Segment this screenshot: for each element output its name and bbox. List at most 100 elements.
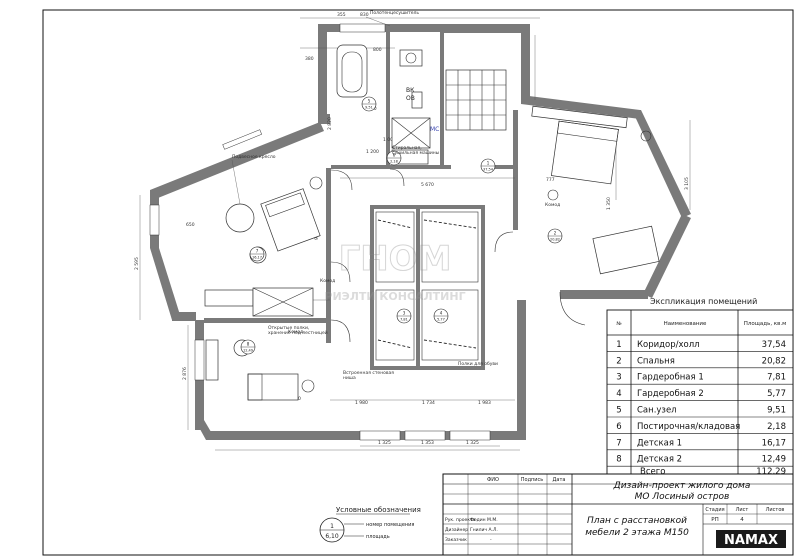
room-marker-area: 2,18 xyxy=(390,160,398,164)
svg-text:1 350: 1 350 xyxy=(606,197,612,210)
svg-text:Полки для обуви: Полки для обуви xyxy=(458,361,498,367)
explication-row-no: 7 xyxy=(616,438,621,448)
svg-text:777: 777 xyxy=(546,177,555,183)
svg-text:1 200: 1 200 xyxy=(366,149,379,155)
room-markers: 137,54220,8237,8145,7759,5162,18716,1781… xyxy=(240,96,563,355)
explication-row-no: 8 xyxy=(616,455,621,465)
svg-text:ниша: ниша xyxy=(343,376,356,381)
explication-row-name: Коридор/холл xyxy=(637,340,700,350)
explication-total-label: Всего xyxy=(640,467,665,477)
svg-text:-: - xyxy=(490,538,492,543)
svg-text:Дата: Дата xyxy=(553,477,566,483)
svg-text:мебели 2 этажа М150: мебели 2 этажа М150 xyxy=(585,528,689,538)
svg-text:Комод: Комод xyxy=(288,329,303,335)
exterior-walls xyxy=(149,23,691,441)
explication-row-area: 37,54 xyxy=(762,340,786,350)
watermark: ГНОМ РИЭЛТИ КОНСАЛТИНГ xyxy=(324,239,465,304)
explication-header-name: Наименование xyxy=(664,321,707,327)
explication-total-area: 112,29 xyxy=(756,467,786,477)
svg-text:Полотенцесушитель: Полотенцесушитель xyxy=(370,10,419,16)
svg-text:2 876: 2 876 xyxy=(182,367,188,380)
svg-text:Стадия: Стадия xyxy=(705,507,724,513)
explication-row-area: 5,77 xyxy=(767,389,786,399)
staircase xyxy=(445,69,507,131)
svg-text:1 980: 1 980 xyxy=(355,400,368,406)
svg-text:Экспликация помещений: Экспликация помещений xyxy=(650,297,757,306)
room-marker: 716,17 xyxy=(249,246,265,262)
svg-text:Федин М.М.: Федин М.М. xyxy=(470,517,498,523)
svg-text:1 325: 1 325 xyxy=(466,440,479,446)
svg-text:Комод: Комод xyxy=(545,202,560,208)
svg-text:3 105: 3 105 xyxy=(684,177,690,190)
svg-text:РП: РП xyxy=(711,517,718,523)
svg-text:1 353: 1 353 xyxy=(421,440,434,446)
bathtub xyxy=(336,44,368,98)
room-marker: 37,81 xyxy=(396,308,412,324)
room-marker-number: 7 xyxy=(256,249,259,254)
room-marker-number: 1 xyxy=(487,161,490,166)
sink xyxy=(399,49,423,67)
explication-row-no: 2 xyxy=(616,356,621,366)
room-marker-number: 3 xyxy=(403,311,406,316)
svg-text:650: 650 xyxy=(186,222,195,228)
svg-text:380: 380 xyxy=(305,56,314,62)
svg-text:РИЭЛТИ КОНСАЛТИНГ: РИЭЛТИ КОНСАЛТИНГ xyxy=(324,290,465,303)
svg-text:Дизайнер: Дизайнер xyxy=(445,526,468,533)
room-marker-number: 8 xyxy=(247,342,250,347)
furniture xyxy=(204,44,660,401)
svg-text:Встроенная стеновая: Встроенная стеновая xyxy=(343,370,394,376)
svg-text:План с расстановкой: План с расстановкой xyxy=(587,516,687,526)
svg-text:номер помещения: номер помещения xyxy=(366,522,414,528)
svg-text:МО Лосиный остров: МО Лосиный остров xyxy=(635,492,730,502)
room-marker: 45,77 xyxy=(433,308,449,324)
hanging-chair xyxy=(225,203,255,233)
room-marker-area: 12,49 xyxy=(243,349,253,353)
explication-header-no: № xyxy=(616,321,622,327)
children-room-1-furniture xyxy=(204,176,323,307)
room-marker: 62,18 xyxy=(386,150,402,166)
svg-text:4: 4 xyxy=(740,517,744,523)
svg-text:6,10: 6,10 xyxy=(325,533,339,540)
svg-text:ФИО: ФИО xyxy=(487,477,499,483)
svg-text:1 734: 1 734 xyxy=(422,400,435,406)
svg-text:ВК: ВК xyxy=(406,87,415,94)
namax-logo: NAMAX xyxy=(716,530,786,548)
svg-text:Стиральная,: Стиральная, xyxy=(392,145,422,151)
svg-text:355: 355 xyxy=(337,12,346,18)
svg-text:Условные обозначения: Условные обозначения xyxy=(336,506,421,514)
room-marker-area: 7,81 xyxy=(400,318,408,322)
svg-text:МС: МС xyxy=(430,126,439,133)
svg-text:830: 830 xyxy=(360,12,369,18)
sheet-frame xyxy=(42,9,794,556)
svg-text:Открытые полки,: Открытые полки, xyxy=(268,325,309,331)
explication-row-name: Детская 1 xyxy=(637,438,682,448)
annotations: Полотенцесушитель Подвесное кресло Стира… xyxy=(231,10,560,381)
svg-text:2 820: 2 820 xyxy=(327,117,333,130)
room-marker-area: 20,82 xyxy=(550,238,560,242)
room-marker: 59,51 xyxy=(361,96,377,112)
explication-row-name: Детская 2 xyxy=(637,455,682,465)
svg-text:1 000: 1 000 xyxy=(383,137,396,143)
svg-text:Подпись: Подпись xyxy=(521,477,544,483)
bedroom-furniture xyxy=(531,105,660,275)
room-marker-area: 16,17 xyxy=(252,256,262,260)
toilet xyxy=(411,91,423,109)
svg-text:Подвесное кресло: Подвесное кресло xyxy=(232,154,276,160)
svg-text:2 595: 2 595 xyxy=(134,257,140,270)
svg-text:Гнилич А.Л.: Гнилич А.Л. xyxy=(470,527,498,533)
svg-text:800: 800 xyxy=(373,47,382,53)
explication-row-name: Гардеробная 2 xyxy=(637,389,704,399)
explication-row-name: Спальня xyxy=(637,356,675,366)
children-room-2-furniture xyxy=(205,287,315,401)
explication-row-no: 6 xyxy=(616,422,621,432)
room-marker-number: 5 xyxy=(368,99,371,104)
explication-table: Экспликация помещений № Наименование Пло… xyxy=(606,297,794,481)
wardrobe-racks xyxy=(375,211,479,361)
svg-text:Листов: Листов xyxy=(766,507,785,513)
room-marker-number: 2 xyxy=(554,231,557,236)
svg-text:Рук. проекта: Рук. проекта xyxy=(445,517,476,523)
explication-row-no: 1 xyxy=(616,340,621,350)
explication-row-name: Сан.узел xyxy=(637,406,677,416)
explication-row-area: 9,51 xyxy=(767,406,786,416)
